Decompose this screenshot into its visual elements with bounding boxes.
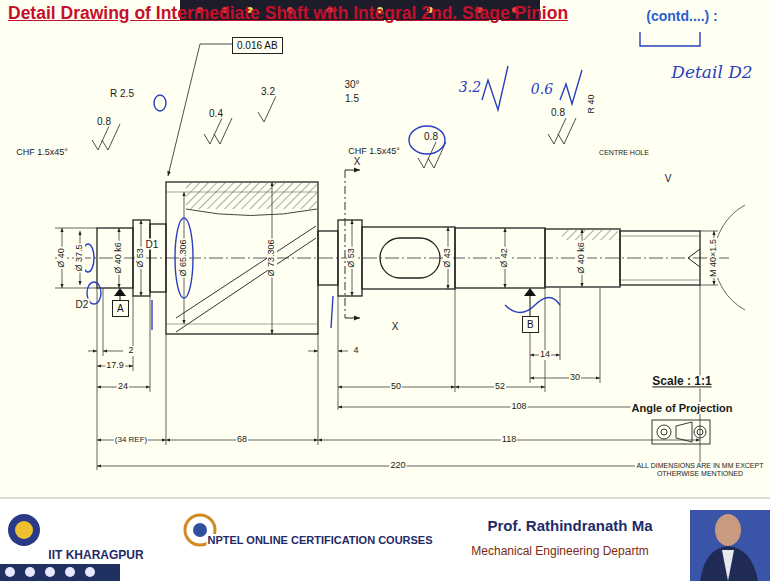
view-mark: V (664, 173, 673, 184)
feature-control-frame: 0.016 AB (232, 37, 283, 54)
course-name: NPTEL ONLINE CERTIFICATION COURSES (206, 534, 433, 546)
continued-note: (contd....) : (645, 9, 719, 24)
angle-note: 30° (343, 79, 360, 90)
department-name: Mechanical Engineering Departm (470, 545, 649, 558)
surface-finish: 0.8 (96, 116, 112, 127)
centre-hole-note: CENTRE HOLE (598, 149, 650, 157)
scale-note: Scale : 1:1 (651, 375, 712, 388)
diameter-dimension: Ø 53 (136, 247, 146, 269)
dimension: 2 (127, 346, 134, 356)
diameter-dimension: Ø 37.5 (75, 243, 85, 272)
surface-finish: 3.2 (260, 86, 276, 97)
dimension: 50 (390, 382, 402, 392)
diameter-dimension: Ø 40 k6 (114, 241, 124, 275)
dimension: 1.5 (344, 93, 360, 104)
diameter-dimension: Ø 65.306 (179, 238, 189, 277)
radius-note: R 2.5 (109, 88, 135, 99)
dimension: 24 (117, 382, 129, 392)
handwritten-note: 3.2 (458, 80, 482, 95)
surface-finish: 0.8 (550, 107, 566, 118)
diameter-dimension: Ø 73.306 (267, 238, 277, 277)
dimension: 220 (389, 461, 406, 471)
dimension: 108 (510, 402, 527, 412)
diameter-dimension: Ø 53 (347, 247, 357, 269)
general-note: ALL DIMENSIONS ARE IN MM EXCEPT OTHERWIS… (635, 462, 765, 477)
diameter-dimension: Ø 40 (57, 247, 67, 269)
surface-finish: 0.8 (423, 131, 439, 142)
handwritten-note: Detail D2 (670, 63, 753, 82)
surface-finish: 0.4 (208, 108, 224, 119)
diameter-dimension: Ø 43 (443, 247, 453, 269)
section-mark: X (391, 321, 400, 332)
presenter-name: Prof. Rathindranath Ma (486, 518, 653, 535)
datum-box: A (112, 300, 129, 317)
datum-box: B (522, 316, 539, 333)
handwritten-note: 0.6 (530, 82, 554, 97)
node-text: A (117, 303, 124, 314)
projection-note: Angle of Projection (631, 402, 734, 414)
detail-mark: D1 (145, 239, 160, 250)
section-mark: X (353, 156, 362, 167)
node-text: 0.016 AB (237, 40, 278, 51)
institute-name: IIT KHARAGPUR (47, 549, 144, 562)
dimension: 4 (352, 346, 359, 356)
detail-mark: D2 (75, 299, 90, 310)
dimension: 14 (539, 350, 551, 360)
dimension: (34 REF) (114, 436, 148, 445)
dimension: 118 (501, 435, 517, 445)
dimension: 52 (494, 382, 506, 392)
node-text: B (527, 319, 534, 330)
dimension: 17.9 (105, 361, 125, 371)
dimension: 68 (236, 435, 248, 445)
thread-dimension: M 40×1.5 (709, 238, 719, 278)
dimension: 30 (569, 373, 581, 383)
drawing-title: Detail Drawing of Intermediate Shaft wit… (8, 3, 568, 24)
diameter-dimension: Ø 40 k6 (577, 241, 587, 275)
diameter-dimension: Ø 42 (500, 247, 510, 269)
chamfer-note: CHF 1.5x45° (15, 148, 69, 158)
radius-note: R 40 (587, 93, 597, 114)
